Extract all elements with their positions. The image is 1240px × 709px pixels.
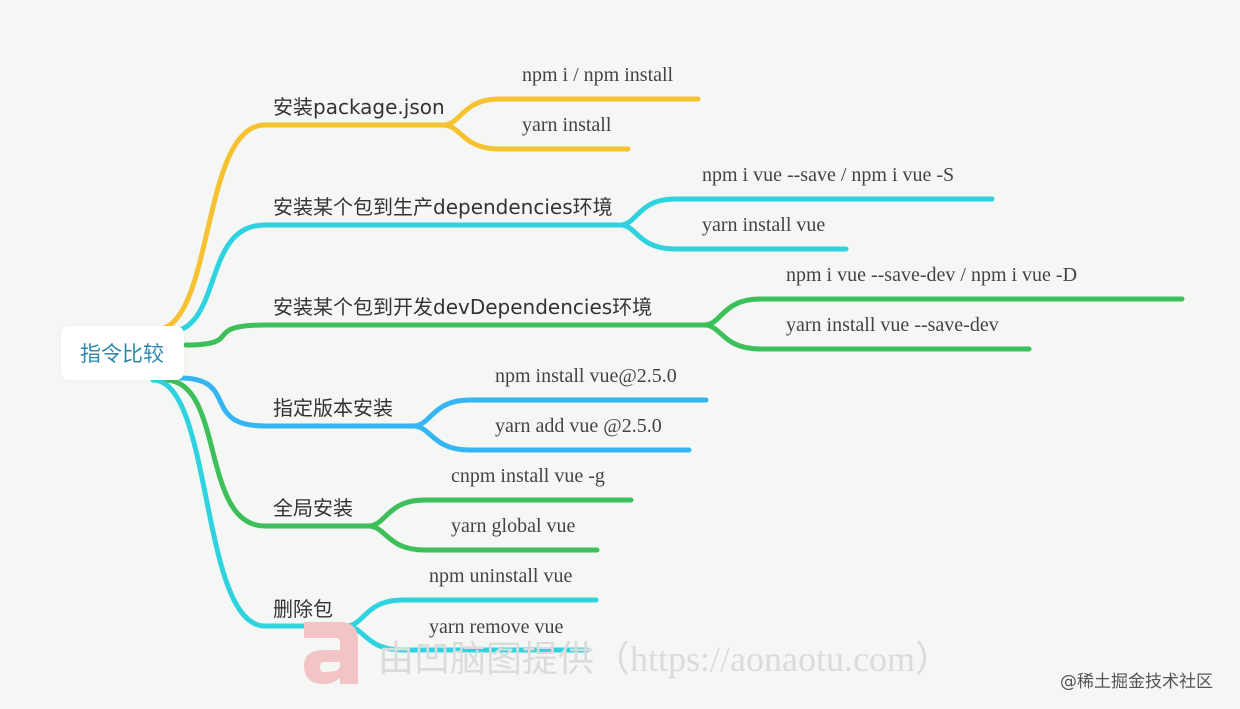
branch-connector (162, 377, 371, 529)
branch-label-global-install[interactable]: 全局安装 (273, 496, 353, 520)
watermark-text: 由凹脑图提供（https://aonaotu.com） (378, 639, 951, 679)
leaf-connector (410, 423, 692, 453)
leaf-label[interactable]: yarn install vue --save-dev (786, 314, 999, 336)
branch-connector (162, 222, 623, 336)
leaf-label[interactable]: yarn install (522, 114, 612, 136)
root-node-label: 指令比较 (80, 342, 164, 366)
leaf-label[interactable]: cnpm install vue -g (451, 465, 605, 487)
branch-label-specific-version-install[interactable]: 指定版本安装 (273, 396, 393, 420)
leaf-connector (365, 523, 600, 553)
leaf-label[interactable]: yarn global vue (451, 515, 576, 537)
leaf-label[interactable]: npm i vue --save-dev / npm i vue -D (786, 264, 1078, 286)
leaf-label[interactable]: yarn remove vue (429, 616, 564, 638)
root-node[interactable] (61, 326, 184, 380)
juejin-credit: @稀土掘金技术社区 (1060, 672, 1213, 692)
branch-connector (177, 375, 416, 429)
leaf-label[interactable]: npm install vue@2.5.0 (495, 365, 677, 387)
leaf-connector (701, 322, 1032, 352)
branch-label-install-package-json[interactable]: 安装package.json (273, 95, 445, 119)
branch-connector (183, 322, 707, 348)
branch-label-install-to-dependencies[interactable]: 安装某个包到生产dependencies环境 (273, 195, 613, 219)
leaf-connector (440, 122, 631, 152)
branch-label-remove-package[interactable]: 删除包 (273, 597, 333, 621)
aonaotu-logo-icon (304, 622, 358, 684)
leaf-label[interactable]: npm i / npm install (522, 64, 674, 86)
leaf-label[interactable]: yarn add vue @2.5.0 (495, 415, 662, 437)
leaf-label[interactable]: npm i vue --save / npm i vue -S (702, 164, 955, 186)
leaf-connector (617, 222, 849, 252)
leaf-label[interactable]: npm uninstall vue (429, 565, 573, 587)
branch-connector (152, 122, 446, 333)
branch-label-install-to-devdependencies[interactable]: 安装某个包到开发devDependencies环境 (273, 295, 653, 319)
leaf-label[interactable]: yarn install vue (702, 214, 826, 236)
branch-connector (150, 377, 349, 629)
